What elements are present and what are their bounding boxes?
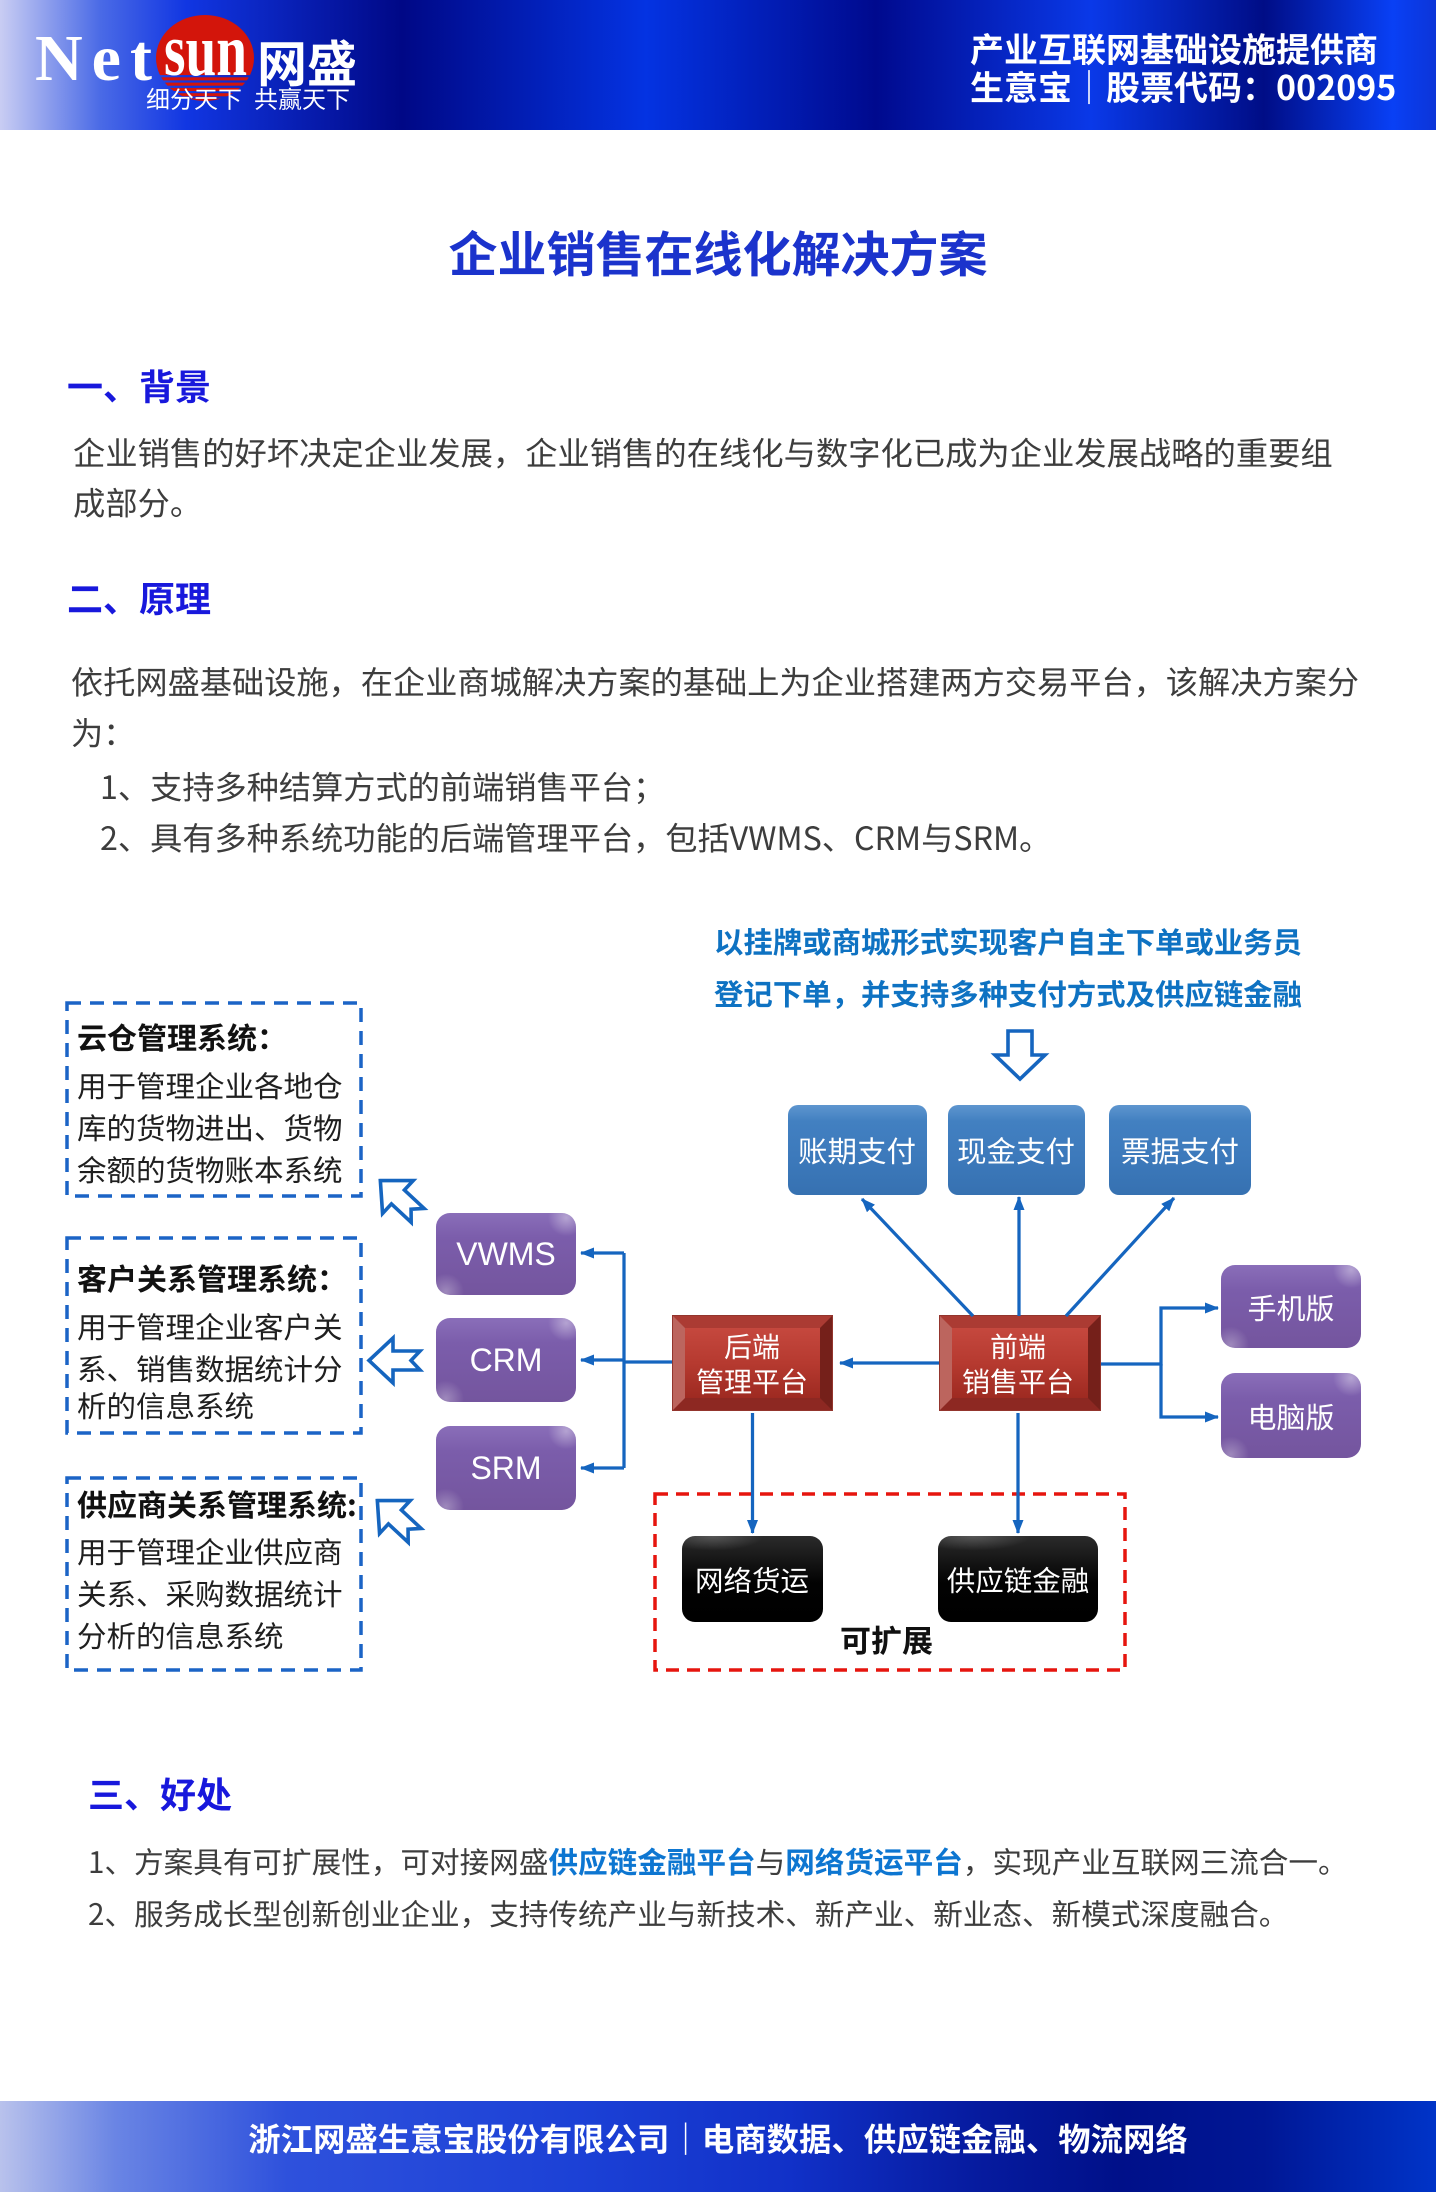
svg-text:VWMS: VWMS: [456, 1236, 556, 1272]
svg-text:sun: sun: [164, 10, 247, 92]
svg-text:SRM: SRM: [470, 1450, 541, 1486]
svg-text:Net: Net: [35, 22, 161, 95]
svg-text:CRM: CRM: [470, 1342, 543, 1378]
